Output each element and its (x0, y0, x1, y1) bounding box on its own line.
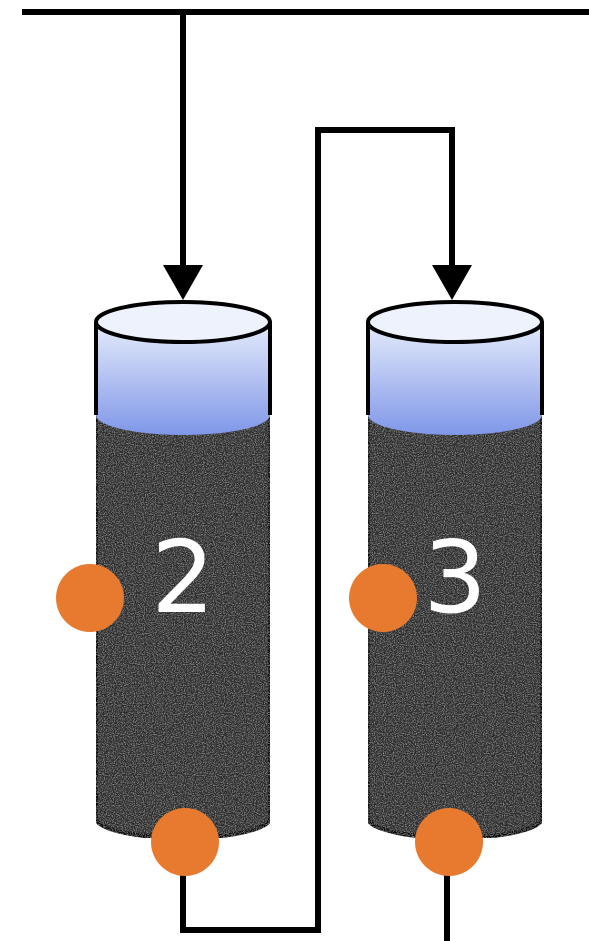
transfer-line (180, 127, 455, 933)
column-2-side-port (56, 564, 124, 632)
column-3-side-port (349, 564, 417, 632)
column-3: 3 (349, 300, 544, 876)
inlet-arrow-column-2 (163, 265, 203, 300)
inlet-arrow-column-3 (432, 265, 472, 300)
column-3-label: 3 (423, 519, 487, 636)
column-2: 2 (56, 300, 272, 876)
column-2-liquid (96, 322, 270, 435)
column-3-bottom-port (415, 808, 483, 876)
column-2-label: 2 (151, 519, 215, 636)
column-2-top (94, 300, 272, 344)
feed-line (22, 9, 589, 268)
column-2-bottom-port (151, 808, 219, 876)
column-3-liquid (368, 322, 542, 435)
column-3-top (366, 300, 544, 344)
